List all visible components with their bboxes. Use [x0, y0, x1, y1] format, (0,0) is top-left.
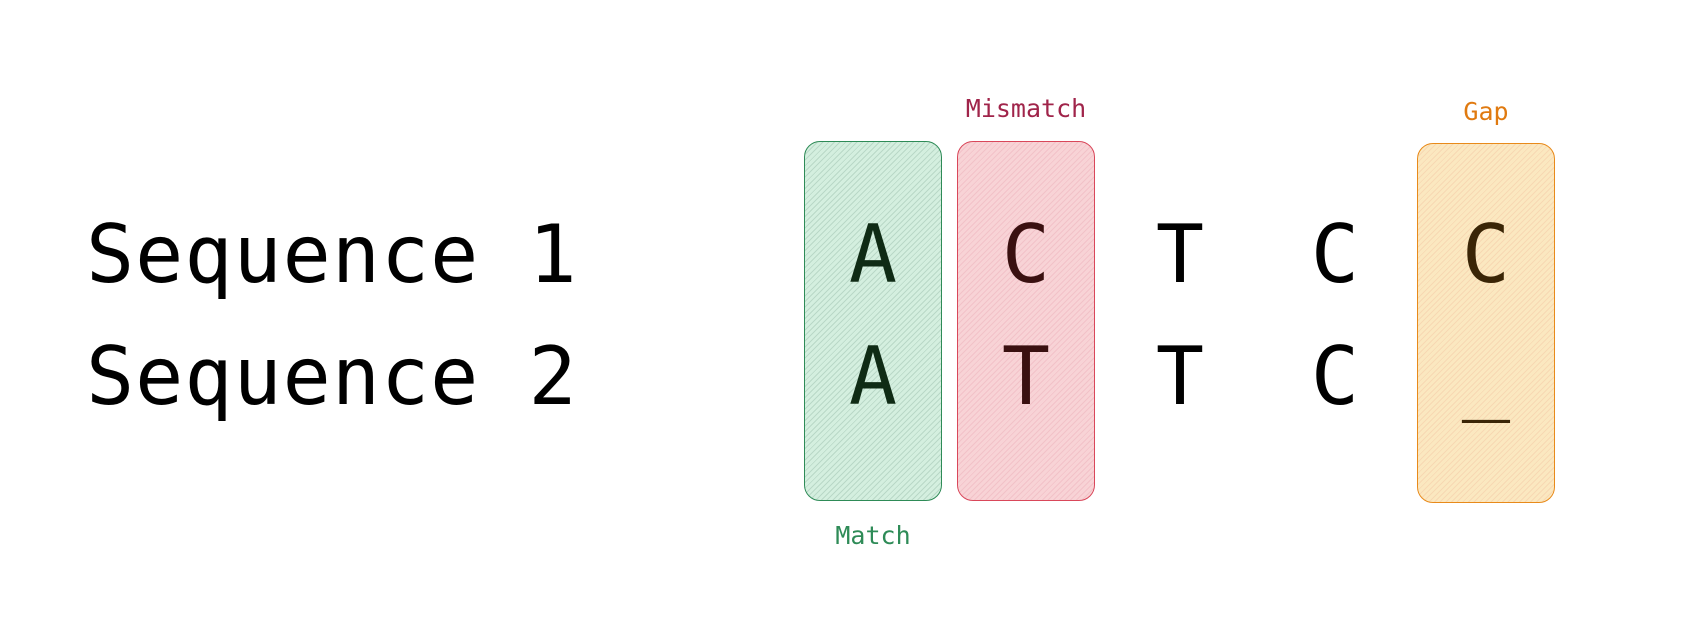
match-highlight-box: [804, 141, 942, 501]
seq1-base: C: [1310, 208, 1360, 301]
gap-label: Gap: [1463, 97, 1509, 126]
seq1-base: T: [1155, 208, 1205, 301]
sequence-1-label: Sequence 1: [86, 208, 578, 301]
match-label: Match: [835, 521, 911, 550]
mismatch-highlight-box: [957, 141, 1095, 501]
seq2-base: A: [848, 330, 898, 423]
seq1-base: C: [1001, 208, 1051, 301]
sequence-2-label: Sequence 2: [86, 330, 578, 423]
seq2-base: _: [1461, 330, 1511, 423]
seq1-base: A: [848, 208, 898, 301]
seq2-base: C: [1310, 330, 1360, 423]
mismatch-label: Mismatch: [965, 94, 1087, 123]
seq2-base: T: [1155, 330, 1205, 423]
seq1-base: C: [1461, 208, 1511, 301]
gap-highlight-box: [1417, 143, 1555, 503]
seq2-base: T: [1001, 330, 1051, 423]
